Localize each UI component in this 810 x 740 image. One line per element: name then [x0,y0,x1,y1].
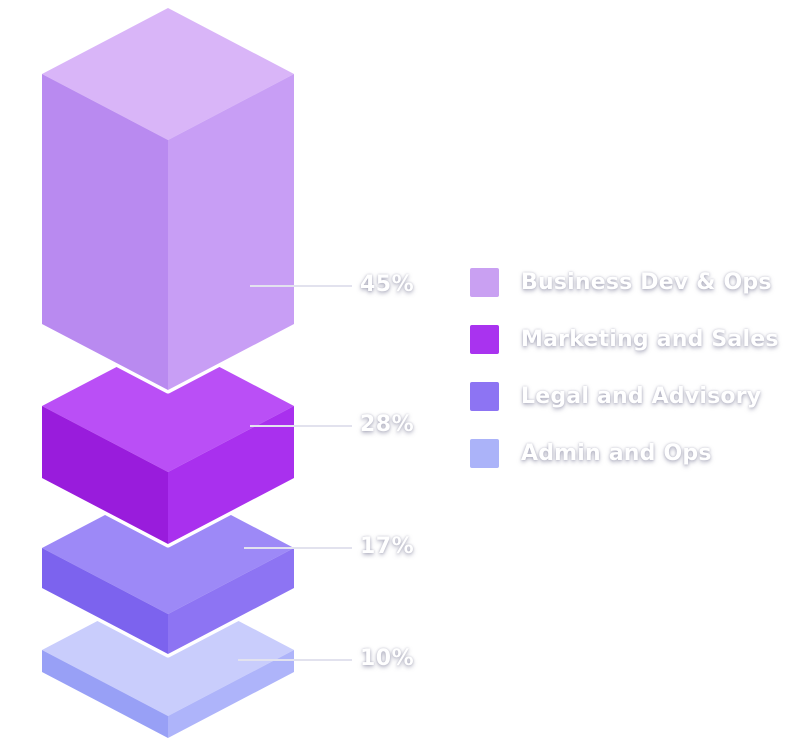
value-label-admin-and-ops: 10% [360,646,415,671]
legend-item-marketing-and-sales: Marketing and Sales [470,325,779,354]
bar-segment-business-dev-and-ops [38,4,298,394]
legend-swatch-legal-and-advisory [470,382,499,411]
bar-segment-legal-and-advisory [38,478,298,658]
leader-line-legal-and-advisory [244,547,352,549]
isometric-stack-chart [38,4,298,740]
segment-left-face [42,406,168,544]
leader-line-marketing-and-sales [250,425,352,427]
legend-label-business-dev-and-ops: Business Dev & Ops [521,270,772,295]
segment-right-face [168,74,294,390]
legend-label-marketing-and-sales: Marketing and Sales [521,327,779,352]
bar-segment-marketing-and-sales [38,336,298,548]
leader-line-business-dev-and-ops [250,285,352,287]
segment-left-face [42,548,168,654]
segment-right-face [168,406,294,544]
value-label-business-dev-and-ops: 45% [360,272,415,297]
segment-left-face [42,74,168,390]
legend-label-admin-and-ops: Admin and Ops [521,441,712,466]
legend-swatch-marketing-and-sales [470,325,499,354]
legend-item-legal-and-advisory: Legal and Advisory [470,382,779,411]
chart-legend: Business Dev & Ops Marketing and Sales L… [470,268,779,468]
value-label-marketing-and-sales: 28% [360,412,415,437]
legend-swatch-business-dev-and-ops [470,268,499,297]
value-label-legal-and-advisory: 17% [360,534,415,559]
legend-item-admin-and-ops: Admin and Ops [470,439,779,468]
segment-left-face [42,650,168,738]
leader-line-admin-and-ops [238,659,352,661]
legend-label-legal-and-advisory: Legal and Advisory [521,384,762,409]
legend-item-business-dev-and-ops: Business Dev & Ops [470,268,779,297]
segment-right-face [168,548,294,654]
segment-right-face [168,650,294,738]
legend-swatch-admin-and-ops [470,439,499,468]
